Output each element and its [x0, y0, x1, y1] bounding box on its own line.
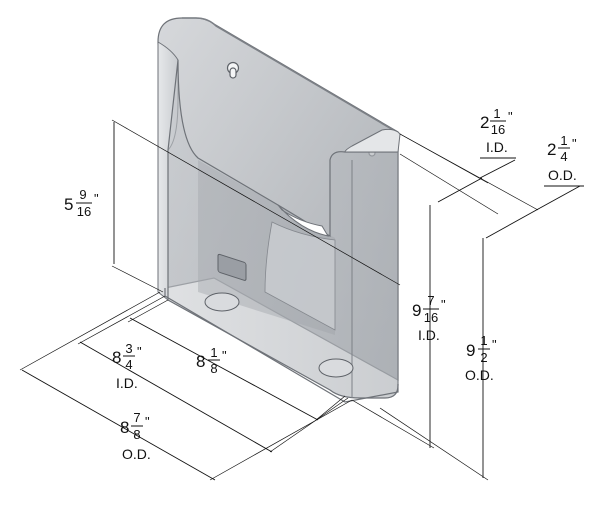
inner-width-a-tag: I.D.	[116, 375, 138, 391]
back-top-rim	[182, 17, 401, 135]
ext-width-left-id	[127, 299, 169, 323]
front-lower-slope	[264, 221, 336, 331]
label-inner-height: 9 7 16 " I.D.	[412, 293, 446, 343]
outer-height-unit: "	[492, 337, 497, 352]
label-inner-width-a: 8 3 4 " I.D.	[112, 341, 142, 391]
inner-depth-unit: "	[508, 109, 513, 124]
back-height-num: 9	[79, 187, 86, 202]
base-hole-right	[318, 358, 354, 378]
inner-width-b-num: 1	[210, 345, 217, 360]
dim-inner-width-a	[79, 341, 273, 453]
label-outer-depth: 2 1 4 " O.D.	[544, 133, 584, 187]
outer-depth-whole: 2	[547, 140, 556, 159]
ext-depth-mid	[399, 153, 499, 215]
outer-height-den: 2	[480, 350, 487, 365]
wall-pocket-illustration	[157, 17, 401, 403]
ext-depth-outer	[399, 133, 539, 211]
label-back-height: 5 9 16 "	[64, 187, 99, 219]
label-outer-height: 9 1 2 " O.D.	[465, 333, 497, 383]
outer-width-unit: "	[145, 414, 150, 429]
inner-depth-den: 16	[491, 122, 505, 137]
label-window	[217, 253, 247, 281]
inner-depth-whole: 2	[480, 113, 489, 132]
inner-height-unit: "	[441, 297, 446, 312]
back-height-den: 16	[77, 204, 91, 219]
inner-width-a-whole: 8	[112, 348, 121, 367]
outer-depth-unit: "	[572, 136, 577, 151]
base-hole-left	[204, 292, 240, 312]
inner-width-a-num: 3	[125, 341, 132, 356]
dimension-lines	[19, 119, 581, 481]
base-rim	[164, 288, 399, 403]
outer-height-whole: 9	[466, 341, 475, 360]
outer-height-tag: O.D.	[465, 367, 494, 383]
dim-inner-depth	[437, 177, 483, 203]
outer-height-num: 1	[480, 333, 487, 348]
inner-height-whole: 9	[412, 301, 421, 320]
inner-width-b-whole: 8	[196, 352, 205, 371]
right-edge	[351, 152, 399, 398]
inner-width-a-unit: "	[137, 344, 142, 359]
leader-outer-depth	[539, 185, 581, 209]
back-height-whole: 5	[64, 195, 73, 214]
ext-width-left-inner	[77, 295, 166, 345]
inner-width-a-den: 4	[125, 357, 132, 372]
inner-height-num: 7	[427, 293, 434, 308]
inner-height-den: 16	[424, 310, 438, 325]
inner-height-tag: I.D.	[418, 327, 440, 343]
ext-back-bottom	[111, 265, 164, 293]
outer-width-tag: O.D.	[122, 446, 151, 462]
dim-inner-width-b	[129, 317, 319, 421]
outer-width-whole: 8	[120, 418, 129, 437]
ext-width-right-inner	[269, 397, 349, 453]
ext-outer-height-bottom	[379, 407, 489, 481]
outer-depth-tag: O.D.	[548, 167, 577, 183]
outer-depth-num: 1	[560, 133, 567, 148]
outer-width-num: 7	[133, 410, 140, 425]
leader-inner-depth	[479, 159, 516, 179]
ext-width-left-outer	[19, 291, 161, 371]
label-inner-width-b: 8 1 8 "	[196, 345, 227, 376]
label-inner-depth: 2 1 16 " I.D.	[480, 106, 516, 159]
label-outer-width: 8 7 8 " O.D.	[120, 410, 151, 462]
dim-outer-width	[21, 369, 216, 481]
right-side-wall	[344, 128, 401, 153]
outer-width-den: 8	[133, 427, 140, 442]
inner-depth-num: 1	[493, 106, 500, 121]
keyhole-hanger-left	[226, 61, 240, 79]
dim-outer-depth	[485, 207, 541, 239]
ext-width-right-outer	[209, 399, 353, 481]
ext-inner-height-bottom	[351, 399, 435, 449]
inner-width-b-den: 8	[210, 361, 217, 376]
ext-width-right-id	[315, 395, 346, 421]
inner-depth-tag: I.D.	[486, 139, 508, 155]
thumb-notch	[277, 204, 330, 237]
inner-width-b-unit: "	[222, 348, 227, 363]
outer-depth-den: 4	[560, 149, 567, 164]
back-height-unit: "	[94, 191, 99, 206]
ext-back-top	[111, 119, 401, 286]
